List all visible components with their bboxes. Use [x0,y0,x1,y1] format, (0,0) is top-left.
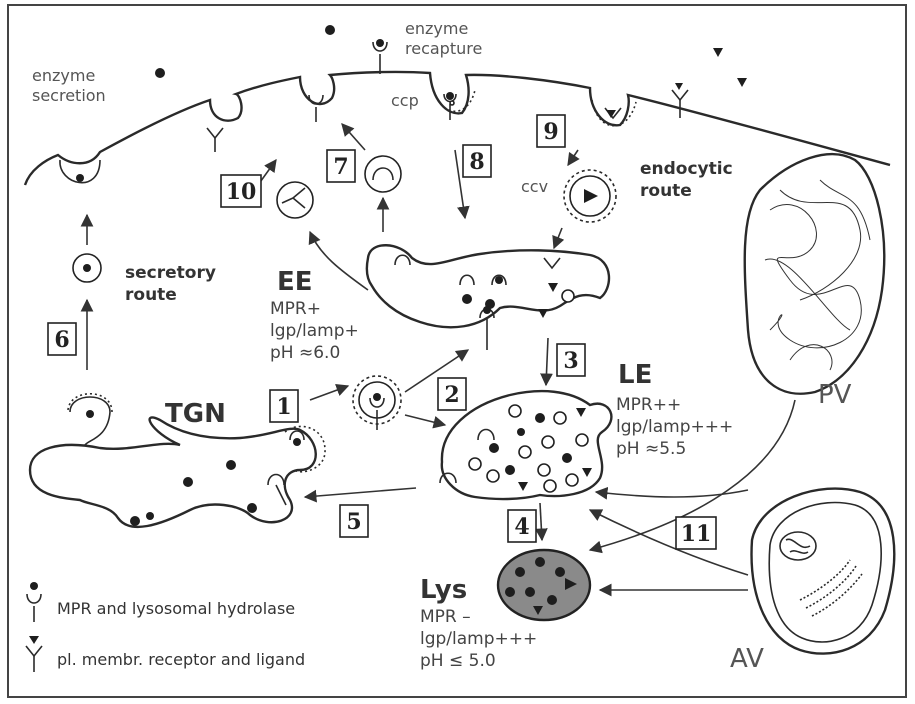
step-9-box: 9 [537,115,565,147]
step-5-box: 5 [340,505,368,537]
label-ee: EE [277,267,313,297]
label-ccp: ccp [391,91,419,110]
label-enzyme-recapture: enzyme [405,19,468,38]
ligand-triangle [737,78,747,87]
label-secretory-route: secretory [125,263,216,283]
label-endocytic-route-2: route [640,181,692,201]
step-10-box: 10 [221,175,261,207]
svg-text:4: 4 [514,514,529,540]
step-6-box: 6 [48,323,76,355]
step-7-box: 7 [327,150,355,182]
svg-text:8: 8 [469,149,484,175]
label-endocytic-route: endocytic [640,159,733,179]
legend-mpr-icon [27,582,41,622]
pm-receptor-pit [207,128,223,152]
label-enzyme-secretion-2: secretion [32,86,106,105]
label-ccv: ccv [521,177,548,196]
label-le: LE [618,360,652,390]
ligand-triangle [713,48,723,57]
mpr-receptor-pit-7 [309,95,323,122]
early-endosome [367,245,609,327]
ee-info-2: lgp/lamp+ [270,321,359,341]
le-info-2: lgp/lamp+++ [616,417,733,437]
le-info-3: pH ≈5.5 [616,439,686,459]
secreted-enzyme-dot [155,68,165,78]
lys-info-3: pH ≤ 5.0 [420,651,496,671]
svg-text:11: 11 [681,521,712,547]
label-tgn: TGN [165,399,226,429]
autophagic-vacuole [752,489,895,654]
legend-receptor-label: pl. membr. receptor and ligand [57,650,305,669]
label-av: AV [730,644,764,674]
label-enzyme-secretion: enzyme [32,66,95,85]
phagocytosed-material [765,180,870,370]
le-info-1: MPR++ [616,395,681,415]
phagocytic-vacuole [745,154,884,394]
mpr-receptor-pit1 [444,92,456,120]
svg-text:10: 10 [226,179,257,205]
label-lys: Lys [420,575,467,605]
svg-text:9: 9 [543,119,558,145]
lys-info-2: lgp/lamp+++ [420,629,537,649]
mpr-recycling-vesicle [365,156,401,192]
label-enzyme-recapture-2: recapture [405,39,482,58]
step-4-box: 4 [508,510,536,542]
step-8-box: 8 [463,145,491,177]
label-secretory-route-2: route [125,285,177,305]
ee-info-3: pH ≈6.0 [270,343,340,363]
trans-golgi-network [30,417,316,526]
label-pv: PV [818,380,852,410]
mpr-receptor-free [373,39,387,74]
step-11-box: 11 [676,517,716,549]
svg-text:6: 6 [54,327,69,353]
secreted-enzyme-dot [76,174,84,182]
svg-text:3: 3 [563,348,578,374]
step-1-box: 1 [270,390,298,422]
step-3-box: 3 [557,344,585,376]
pm-receptor-coated [605,108,621,118]
svg-text:7: 7 [333,154,348,180]
svg-text:1: 1 [276,394,291,420]
av-organelles [780,532,862,616]
tgn-coated-bud [70,397,110,445]
svg-text:2: 2 [444,382,459,408]
legend-mpr-label: MPR and lysosomal hydrolase [57,599,295,618]
extracellular-enzyme-dot [325,25,335,35]
svg-text:5: 5 [346,509,361,535]
pm-receptor-surface [672,83,688,118]
ee-info-1: MPR+ [270,299,321,319]
step-2-box: 2 [438,378,466,410]
lys-info-1: MPR – [420,607,471,627]
secretory-vesicle-cargo [83,264,91,272]
ee-contents [395,255,574,350]
legend-receptor-icon [26,636,42,672]
